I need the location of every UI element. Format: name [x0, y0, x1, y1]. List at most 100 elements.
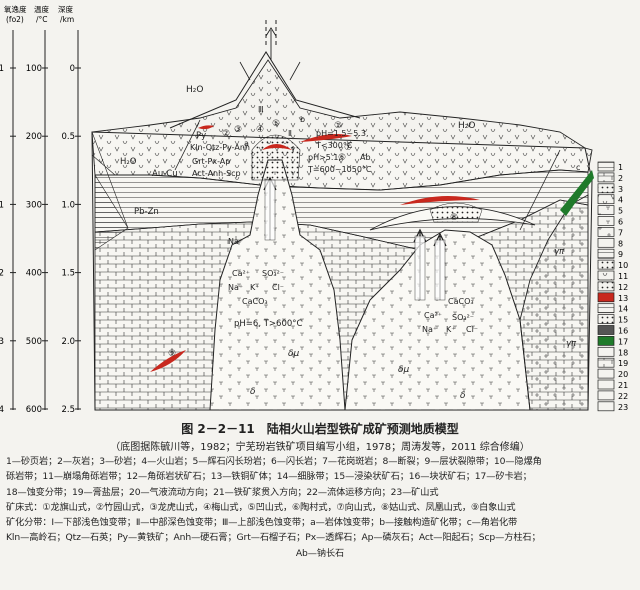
- label-ion-cl: Cl⁻: [272, 283, 284, 292]
- deposit-9: ⑨: [168, 349, 176, 359]
- legend-swatch: [597, 194, 615, 205]
- legend-swatch: [597, 401, 615, 412]
- label-ion2-so3: SO₃²⁻: [452, 313, 474, 322]
- legend-number: 2: [618, 174, 623, 183]
- legend-number: 10: [618, 261, 628, 270]
- header-temperature-unit: /°C: [36, 15, 48, 24]
- legend-number: 20: [618, 370, 628, 379]
- scale-tick-label: 500: [26, 337, 42, 347]
- iron-ore-body-3: [300, 134, 352, 142]
- legend-swatch: [597, 205, 615, 215]
- legend-swatch: [597, 303, 615, 314]
- label-ion-na: Na⁺: [228, 283, 243, 292]
- label-ion-so3: SO₃²⁻: [262, 269, 284, 278]
- deposit-7: ⑦: [344, 143, 352, 153]
- geological-section: [91, 20, 594, 411]
- scale-tick-label: 200: [26, 132, 42, 142]
- legend-swatch: [597, 379, 615, 390]
- label-roman-i: Ⅰ: [292, 145, 294, 154]
- legend-number: 4: [618, 196, 623, 205]
- label-ion-caco3: CaCO₃: [242, 297, 268, 306]
- scale-tick-label: 300: [26, 200, 42, 210]
- legend-line-3: 18—蚀变分带；19—膏盐层；20—气液流动方向；21—铁矿浆贯入方向；22—流…: [6, 486, 439, 498]
- legend-number: 1: [618, 163, 623, 172]
- scale-tick-label: 100: [26, 64, 42, 74]
- label-t1: T<300°C: [315, 141, 353, 150]
- iron-ore-body-1: [198, 125, 214, 130]
- iron-ore-body-4: [400, 196, 480, 205]
- label-na: Na⁺: [228, 237, 243, 246]
- legend-swatch: [597, 368, 615, 379]
- legend-swatch: [597, 227, 615, 237]
- legend-swatch: [597, 325, 615, 335]
- label-ion2-caco3: CaCO₃: [448, 297, 474, 306]
- legend-number: 14: [618, 305, 628, 314]
- legend-swatch: [597, 390, 615, 401]
- legend-line-2: 砾岩带；11—崩塌角砾岩带；12—角砾岩状矿石；13—铁铜矿体；14—细脉带；1…: [6, 471, 532, 483]
- label-a: a: [244, 139, 249, 148]
- scale-tick-label: 1: [0, 200, 4, 210]
- label-ab: Ab: [360, 153, 371, 162]
- deposit-4: ④: [256, 125, 264, 135]
- legend-line-6: Kln—高岭石；Qtz—石英；Py—黄铁矿；Anh—硬石膏；Grt—石榴子石；P…: [6, 532, 541, 544]
- legend-number: 7: [618, 228, 623, 237]
- legend-swatch: [597, 314, 615, 324]
- label-gamma-pi-1: γπ: [554, 247, 565, 257]
- label-ion2-cl: Cl⁻: [466, 325, 478, 334]
- volcanic-rock-layer: [91, 59, 593, 191]
- legend-number: 11: [618, 272, 628, 281]
- granite-porphyry: [519, 194, 589, 411]
- deposit-5: ⑤: [272, 119, 280, 129]
- figure-caption-title: 图 2－2－11 陆相火山岩型铁矿成矿预测地质模型: [181, 422, 459, 436]
- scale-tick-label: 1.0: [61, 200, 75, 210]
- label-ph1: pH=1.5~5.3,: [316, 129, 369, 138]
- legend-line-1: 1—砂页岩；2—灰岩；3—砂岩；4—火山岩；5—辉石闪长玢岩；6—闪长岩；7—花…: [6, 456, 542, 467]
- label-ph2: pH>5.1,: [308, 153, 341, 162]
- legend-number: 13: [618, 294, 628, 303]
- legend-swatch: [597, 346, 615, 357]
- deposit-3: ③: [234, 125, 242, 135]
- scale-tick-label: 3: [0, 337, 4, 347]
- scale-tick-label: 0: [70, 64, 75, 74]
- legend-swatch: [597, 183, 615, 194]
- legend-swatch: [597, 357, 615, 368]
- legend-swatch: [597, 172, 615, 183]
- label-py: Py: [196, 131, 206, 141]
- legend-number: 18: [618, 348, 628, 357]
- legend-swatch: [597, 281, 615, 292]
- label-h2o-left: H₂O: [120, 157, 137, 167]
- legend-swatch: [597, 292, 615, 303]
- label-ph3: pH=6, T>600°C: [234, 319, 303, 329]
- label-ion2-k: K⁺: [446, 325, 455, 334]
- legend-number: 23: [618, 403, 628, 412]
- header-temperature: 温度: [34, 4, 49, 14]
- legend-number: 22: [618, 392, 628, 401]
- legend-swatch: [597, 259, 615, 270]
- label-b: b: [300, 115, 305, 124]
- legend-number: 12: [618, 283, 628, 292]
- legend-number: 9: [618, 250, 623, 259]
- breccia-body: [251, 134, 301, 181]
- deposit-8: ⑧: [450, 213, 458, 223]
- label-ion2-ca: Ca²⁺: [424, 311, 442, 320]
- label-ion2-na: Na⁺: [422, 325, 437, 334]
- header-oxygen-fugacity-unit: (fo2): [6, 15, 24, 24]
- iron-ore-body-5: [150, 350, 186, 372]
- label-h2o-right: H₂O: [458, 121, 475, 131]
- legend-number: 6: [618, 218, 623, 227]
- label-delta-2: δ: [460, 391, 466, 401]
- label-ion-ca: Ca²⁺: [232, 269, 250, 278]
- deposit-1: ①: [334, 121, 342, 131]
- deposit-2: ②: [222, 129, 230, 139]
- label-delta-1: δ: [250, 387, 256, 397]
- scale-tick-label: 2.0: [61, 337, 75, 347]
- label-c: c: [576, 163, 580, 172]
- label-roman-iii: Ⅲ: [258, 105, 264, 114]
- section-labels: H₂O H₂O H₂O Ⅲ Ⅱ Ⅰ Py Kln-Qtz-Py-Anh Grt-…: [120, 85, 580, 401]
- legend-number: 5: [618, 207, 623, 216]
- label-gamma-pi-2: γπ: [566, 339, 577, 349]
- scale-tick-label: 2: [0, 269, 4, 279]
